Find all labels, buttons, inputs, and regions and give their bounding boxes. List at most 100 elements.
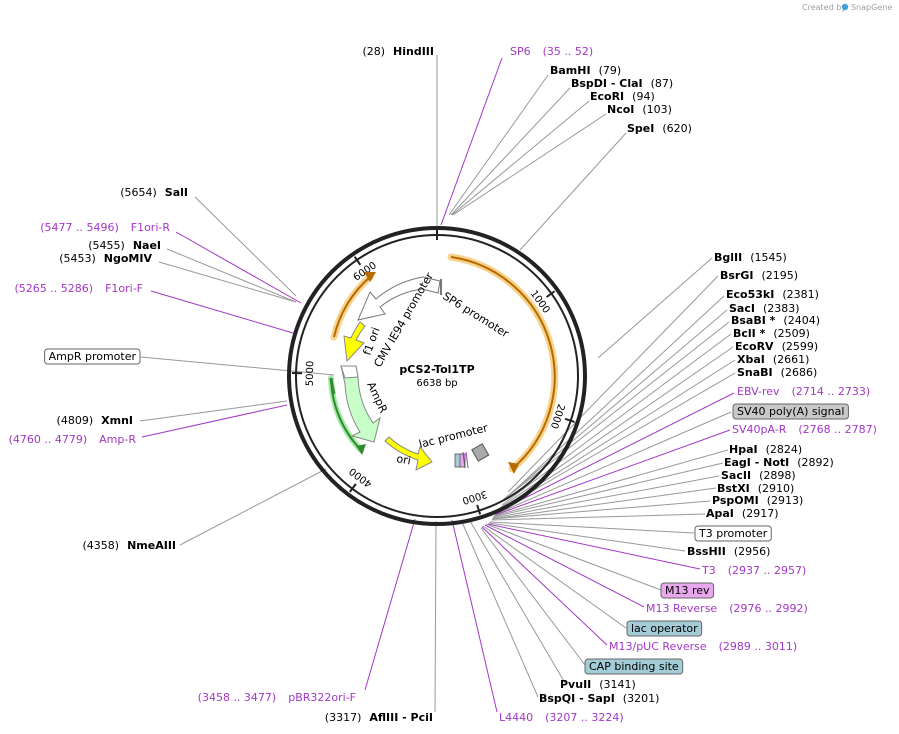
primer-label[interactable]: SP6(35 .. 52) <box>510 45 593 58</box>
primer-name: EBV-rev <box>737 385 780 398</box>
feature-box-text: lac operator <box>631 622 698 635</box>
primer-name: F1ori-R <box>131 221 171 234</box>
site-label[interactable]: BsrGI(2195) <box>720 269 798 282</box>
primer-name: SP6 <box>510 45 531 58</box>
ampr-arrow <box>340 365 381 443</box>
site-label[interactable]: BspQI - SapI(3201) <box>539 692 659 705</box>
enzyme-name: BspDI - ClaI <box>571 77 643 90</box>
tick-label: 5000 <box>305 361 317 387</box>
enzyme-name: HpaI <box>729 443 758 456</box>
site-label[interactable]: SacI(2383) <box>729 302 800 315</box>
site-label[interactable]: SacII(2898) <box>721 469 796 482</box>
position-label: (2661) <box>773 353 810 366</box>
orange-feature-arc <box>447 253 559 474</box>
tick-label: 3000 <box>461 488 489 506</box>
primer-label[interactable]: pBR322ori-F(3458 .. 3477) <box>198 691 356 704</box>
feature-box-label[interactable]: T3 promoter <box>694 525 772 542</box>
site-label[interactable]: SnaBI(2686) <box>737 366 817 379</box>
primer-name: M13 Reverse <box>646 602 717 615</box>
primer-label[interactable]: SV40pA-R(2768 .. 2787) <box>732 423 877 436</box>
site-label[interactable]: SalI (5654) <box>120 186 188 199</box>
position-label: (4809) <box>57 414 94 427</box>
site-label[interactable]: NaeI(5455) <box>88 239 161 252</box>
primer-label[interactable]: L4440(3207 .. 3224) <box>499 711 624 724</box>
feature-box-label[interactable]: CAP binding site <box>584 658 684 675</box>
position-label: (79) <box>599 64 622 77</box>
site-label[interactable]: BclI *(2509) <box>733 327 810 340</box>
position-label: (3458 .. 3477) <box>198 691 277 704</box>
feature-box-text: M13 rev <box>665 584 710 597</box>
position-label: (2913) <box>767 494 804 507</box>
site-label[interactable]: Eco53kI (2381) <box>726 288 819 301</box>
position-label: (5654) <box>120 186 157 199</box>
position-label: (3317) <box>325 711 362 724</box>
site-label[interactable]: EagI - NotI(2892) <box>724 456 834 469</box>
enzyme-name: Eco53kI <box>726 288 774 301</box>
plasmid-size: 6638 bp <box>416 378 457 389</box>
site-label[interactable]: BglII (1545) <box>714 251 787 264</box>
site-label[interactable]: HindIII(28) <box>362 45 434 58</box>
primer-label[interactable]: F1ori-F(5265 .. 5286) <box>15 282 144 295</box>
ori-label: ori <box>395 452 411 467</box>
enzyme-name: BamHI <box>550 64 591 77</box>
site-label[interactable]: EcoRI(94) <box>590 90 655 103</box>
snapgene-logo-icon <box>841 3 849 11</box>
site-label[interactable]: AflIII - PciI (3317) <box>325 711 433 724</box>
site-label[interactable]: EcoRV(2599) <box>735 340 818 353</box>
position-label: (2917) <box>742 507 779 520</box>
feature-box-label[interactable]: SV40 poly(A) signal <box>732 403 849 420</box>
feature-box-label[interactable]: lac operator <box>626 620 703 637</box>
enzyme-name: SacII <box>721 469 751 482</box>
feature-box-text: T3 promoter <box>698 527 768 540</box>
primer-label[interactable]: M13/pUC Reverse(2989 .. 3011) <box>609 640 797 653</box>
ampr-label: AmpR <box>364 380 390 416</box>
enzyme-name: ApaI <box>706 507 734 520</box>
position-label: (2956) <box>734 545 771 558</box>
snapgene-watermark: Created by SnapGene <box>802 3 892 12</box>
position-label: (4358) <box>83 539 120 552</box>
position-label: (2599) <box>782 340 819 353</box>
site-label[interactable]: PvuII(3141) <box>560 678 636 691</box>
site-label[interactable]: NmeAIII(4358) <box>83 539 177 552</box>
position-label: (4760 .. 4779) <box>9 433 88 446</box>
position-label: (2714 .. 2733) <box>792 385 871 398</box>
position-label: (2937 .. 2957) <box>728 564 807 577</box>
enzyme-name: SalI <box>165 186 188 199</box>
enzyme-name: XbaI <box>737 353 765 366</box>
site-label[interactable]: HpaI(2824) <box>729 443 802 456</box>
enzyme-name: XmnI <box>101 414 133 427</box>
primer-label[interactable]: EBV-rev (2714 .. 2733) <box>737 385 870 398</box>
enzyme-name: BclI * <box>733 327 766 340</box>
position-label: (1545) <box>750 251 787 264</box>
enzyme-name: BglII <box>714 251 742 264</box>
primer-name: L4440 <box>499 711 533 724</box>
feature-box-label[interactable]: M13 rev <box>660 582 715 599</box>
site-label[interactable]: XmnI (4809) <box>57 414 133 427</box>
site-label[interactable]: ApaI (2917) <box>706 507 778 520</box>
sp6-promoter-label: SP6 promoter <box>440 290 511 341</box>
position-label: (5453) <box>59 252 96 265</box>
primer-label[interactable]: T3(2937 .. 2957) <box>701 564 806 577</box>
site-label[interactable]: SpeI(620) <box>627 122 692 135</box>
position-label: (2195) <box>761 269 798 282</box>
enzyme-name: NgoMIV <box>104 252 153 265</box>
enzyme-name: AflIII - PciI <box>369 711 433 724</box>
primer-label[interactable]: F1ori-R(5477 .. 5496) <box>40 221 170 234</box>
site-label[interactable]: BamHI (79) <box>550 64 621 77</box>
position-label: (2381) <box>782 288 819 301</box>
primer-label[interactable]: Amp-R (4760 .. 4779) <box>9 433 137 446</box>
site-label[interactable]: NgoMIV (5453) <box>59 252 152 265</box>
tick-mark <box>349 483 357 493</box>
primer-label[interactable]: M13 Reverse(2976 .. 2992) <box>646 602 808 615</box>
feature-box-label[interactable]: AmpR promoter <box>44 348 141 365</box>
primer-name: Amp-R <box>99 433 136 446</box>
site-label[interactable]: BstXI(2910) <box>717 482 794 495</box>
site-label[interactable]: XbaI (2661) <box>737 353 809 366</box>
site-label[interactable]: BsaBI *(2404) <box>731 314 820 327</box>
site-label[interactable]: BssHII(2956) <box>687 545 770 558</box>
site-label[interactable]: PspOMI(2913) <box>712 494 803 507</box>
site-label[interactable]: BspDI - ClaI(87) <box>571 77 673 90</box>
site-label[interactable]: NcoI(103) <box>607 103 672 116</box>
feature-box-text: CAP binding site <box>589 660 679 673</box>
tick-mark <box>476 504 482 515</box>
